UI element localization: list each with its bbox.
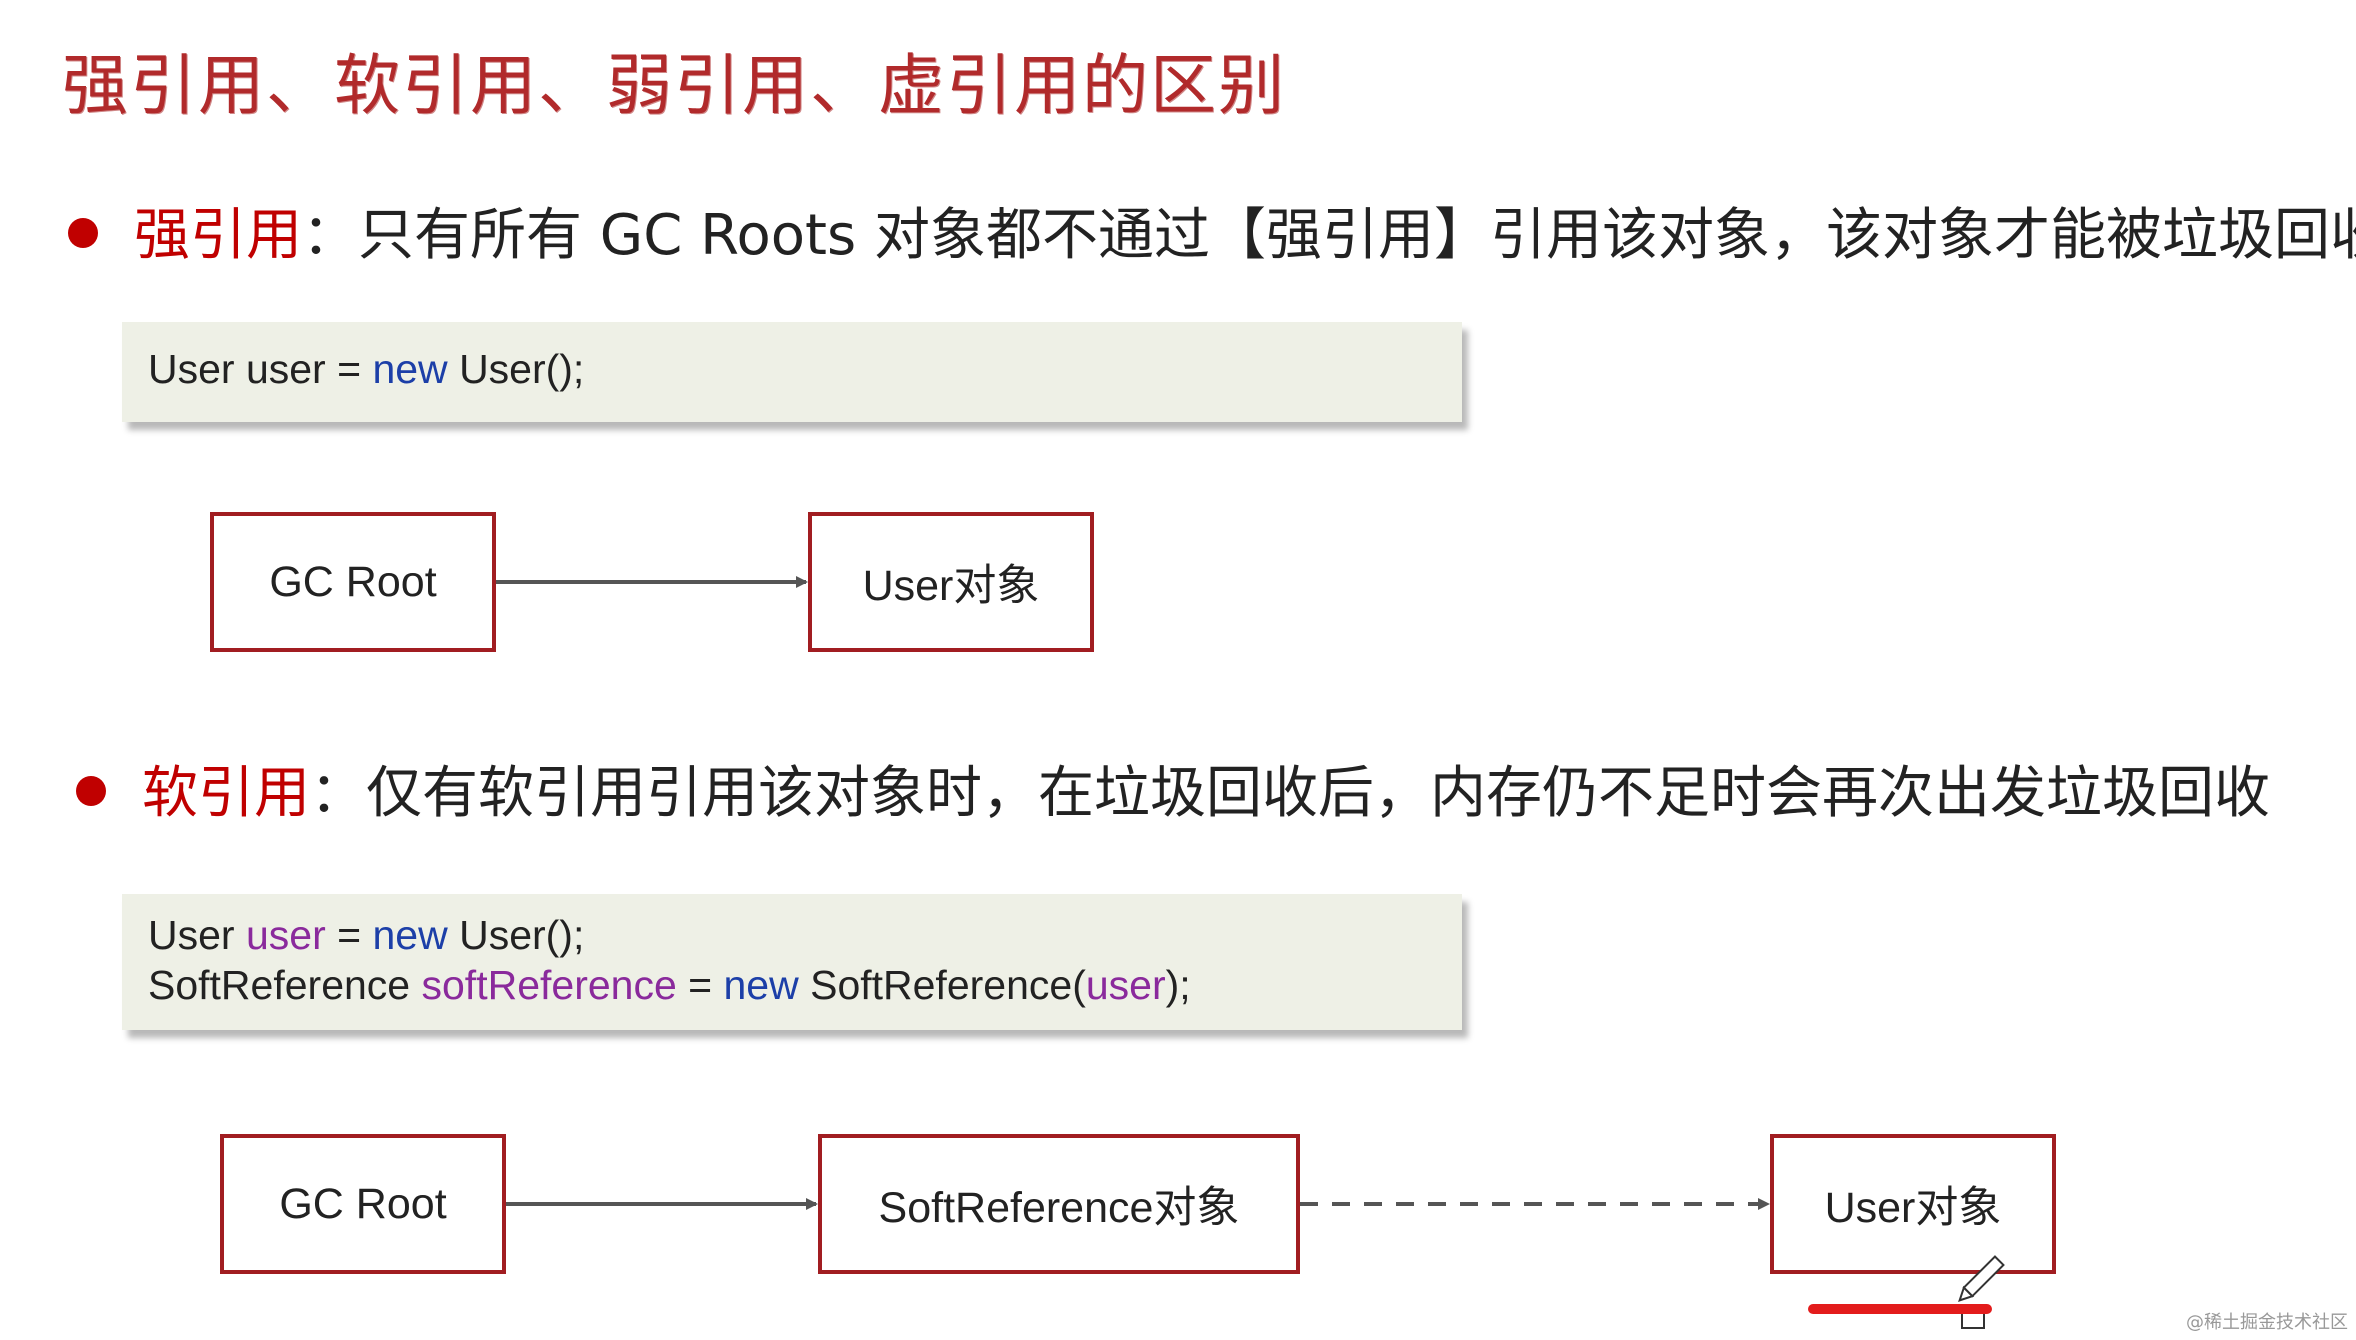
code-text: SoftReference( — [798, 962, 1086, 1008]
strong-keyword: 强引用 — [134, 203, 302, 268]
strong-code-block: User user = new User(); — [122, 322, 1462, 422]
node-label: GC Root — [279, 1179, 447, 1228]
soft-reference-object-node: SoftReference对象 — [818, 1134, 1300, 1274]
code-line: User user = new User(); — [148, 910, 1436, 960]
code-variable: user — [245, 912, 326, 958]
strong-user-object-node: User对象 — [808, 512, 1094, 652]
strong-description: ：只有所有 GC Roots 对象都不通过【强引用】引用该对象，该对象才能被垃圾… — [302, 203, 2356, 268]
soft-keyword: 软引用 — [142, 761, 310, 826]
code-text: User(); — [447, 346, 585, 392]
code-keyword-new: new — [372, 912, 448, 958]
page-title: 强引用、软引用、弱引用、虚引用的区别 — [62, 47, 1286, 124]
code-variable: user — [1085, 962, 1166, 1008]
code-text: User(); — [447, 912, 585, 958]
soft-user-object-node: User对象 — [1770, 1134, 2056, 1274]
soft-description: ：仅有软引用引用该对象时，在垃圾回收后，内存仍不足时会再次出发垃圾回收 — [310, 761, 2270, 826]
code-text: = — [676, 962, 724, 1008]
code-keyword-new: new — [723, 962, 799, 1008]
code-text: ); — [1165, 962, 1191, 1008]
strong-gc-root-node: GC Root — [210, 512, 496, 652]
node-label: GC Root — [269, 557, 437, 606]
code-text: User — [148, 912, 246, 958]
node-label: User对象 — [862, 562, 1040, 610]
cursor-box-icon — [1961, 1311, 1985, 1329]
soft-code-block: User user = new User(); SoftReference so… — [122, 894, 1462, 1030]
pencil-cursor-icon — [1958, 1255, 2005, 1302]
node-label: SoftReference对象 — [878, 1184, 1240, 1232]
code-line: User user = new User(); — [148, 344, 1436, 394]
bullet-icon — [76, 775, 106, 806]
bullet-icon — [68, 217, 98, 248]
watermark: @稀土掘金技术社区 — [2186, 1312, 2348, 1333]
node-label: User对象 — [1824, 1184, 2002, 1232]
strong-reference-bullet: 强引用：只有所有 GC Roots 对象都不通过【强引用】引用该对象，该对象才能… — [68, 190, 2356, 271]
soft-gc-root-node: GC Root — [220, 1134, 506, 1274]
code-text: SoftReference — [148, 962, 422, 1008]
red-underline-mark — [1808, 1304, 1992, 1314]
code-keyword-new: new — [372, 346, 448, 392]
code-text: User user = — [148, 346, 373, 392]
code-variable: softReference — [421, 962, 677, 1008]
soft-reference-bullet: 软引用：仅有软引用引用该对象时，在垃圾回收后，内存仍不足时会再次出发垃圾回收 — [76, 748, 2270, 829]
code-text: = — [325, 912, 373, 958]
code-line: SoftReference softReference = new SoftRe… — [148, 960, 1436, 1010]
